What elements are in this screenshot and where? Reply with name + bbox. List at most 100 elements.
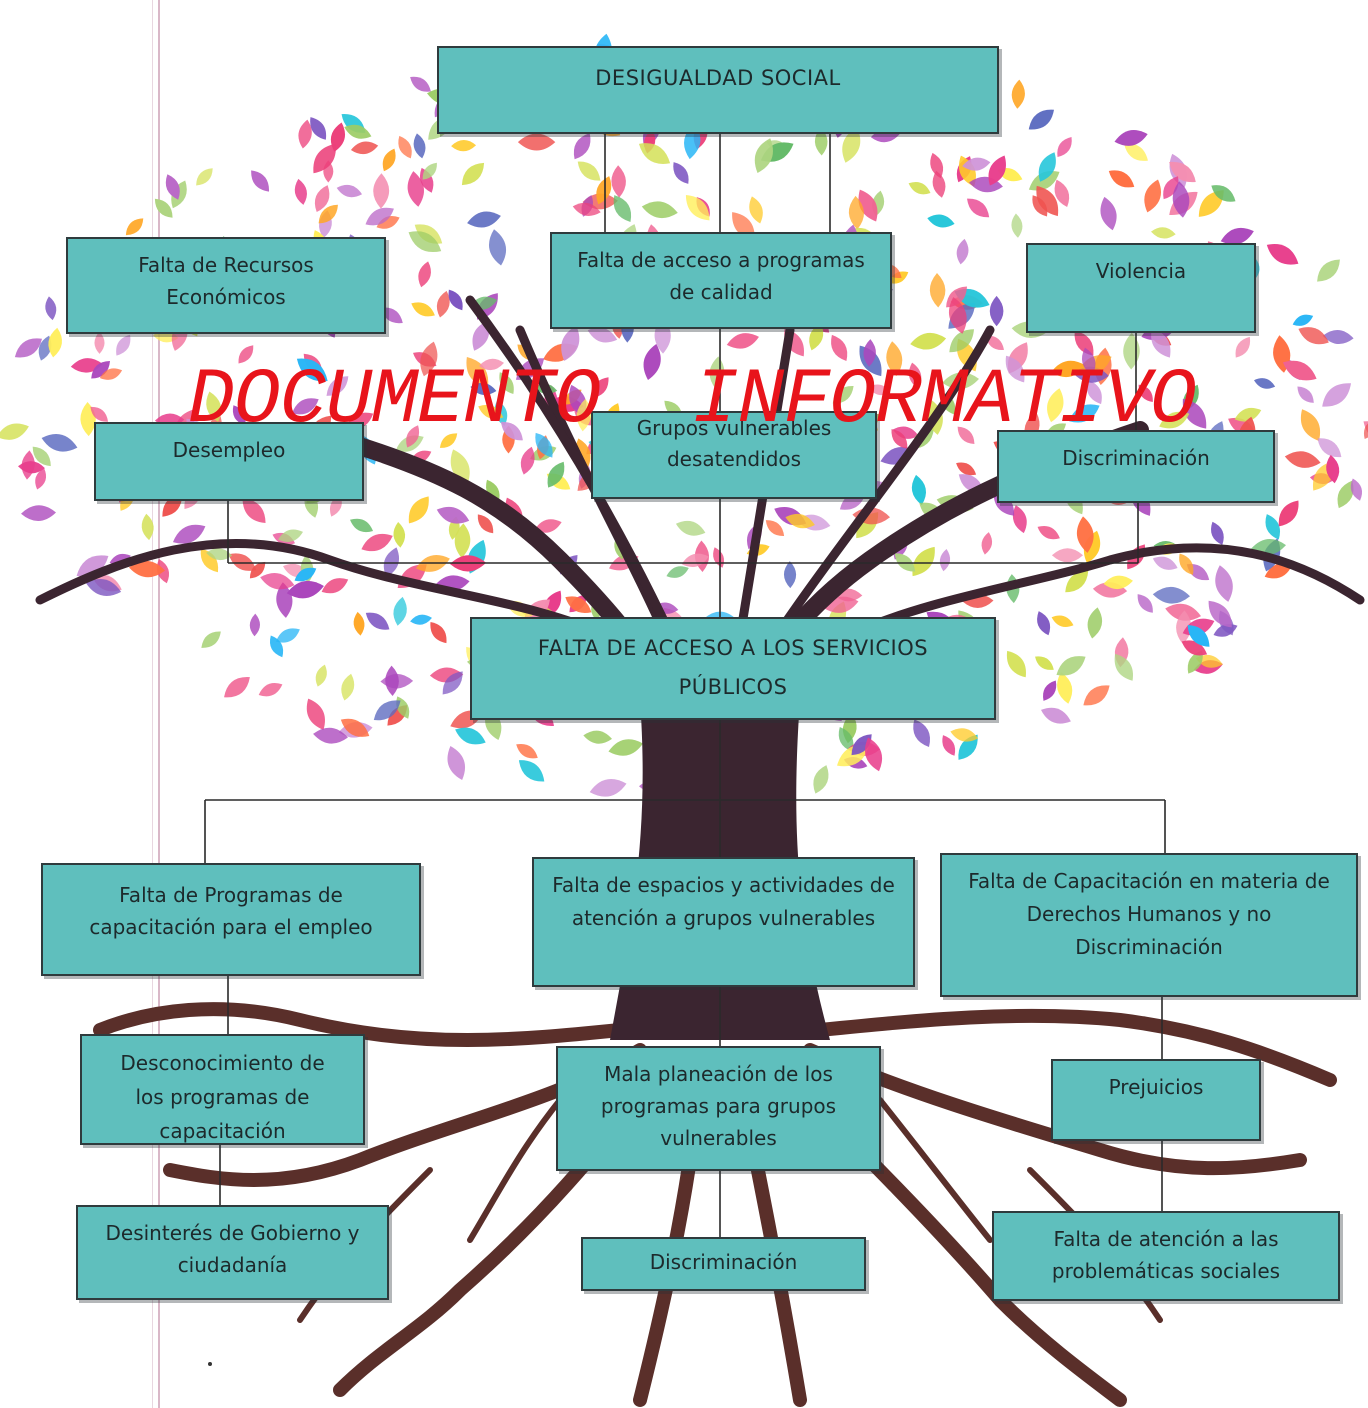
- leaf: [1266, 244, 1299, 265]
- leaf: [276, 582, 293, 618]
- leaf: [908, 362, 922, 389]
- leaf: [1151, 328, 1171, 358]
- margin-guide: [158, 0, 160, 1408]
- leaf: [1211, 521, 1224, 545]
- leaf: [48, 327, 62, 358]
- leaf: [436, 290, 450, 318]
- leaf: [206, 391, 222, 422]
- leaf: [1037, 525, 1060, 540]
- leaf: [1208, 600, 1232, 628]
- leaf: [488, 229, 507, 266]
- leaf: [326, 376, 349, 396]
- leaf: [224, 677, 250, 698]
- connector-lines: [204, 134, 1166, 1237]
- leaf: [94, 331, 105, 354]
- leaf: [1234, 407, 1262, 422]
- leaf: [1254, 378, 1276, 389]
- leaf: [1322, 330, 1354, 344]
- leaf: [154, 198, 173, 218]
- leaf: [91, 361, 110, 379]
- root-cause-label: Falta de Programas de capacitación para …: [89, 883, 373, 939]
- leaf: [577, 161, 601, 181]
- leaf: [1350, 478, 1362, 501]
- leaf: [832, 385, 854, 404]
- cause-box: Falta de acceso a programas de calidad: [550, 232, 892, 329]
- leaf: [1087, 607, 1103, 639]
- leaf: [499, 372, 514, 394]
- root: [467, 1097, 563, 1243]
- leaf: [1043, 680, 1057, 701]
- leaf: [1317, 438, 1342, 458]
- leaf: [958, 155, 976, 187]
- leaf: [500, 421, 523, 441]
- leaf: [45, 296, 57, 321]
- leaf: [315, 664, 327, 687]
- watermark-stamp: DOCUMENTO INFORMATIVO: [188, 357, 1197, 445]
- leaf: [1152, 586, 1191, 604]
- leaf: [957, 426, 975, 445]
- leaf: [365, 612, 390, 630]
- leaf: [494, 400, 508, 426]
- leaf: [1114, 130, 1148, 146]
- leaf: [518, 760, 545, 782]
- cause-box: Violencia: [1026, 243, 1256, 333]
- leaf: [116, 334, 131, 356]
- cause-label: Violencia: [1095, 259, 1187, 283]
- leaf: [930, 152, 944, 179]
- cause-box: Desempleo: [94, 422, 364, 501]
- leaf: [589, 779, 627, 797]
- leaf: [249, 561, 266, 579]
- cause-box: Grupos vulnerables desatendidos: [591, 411, 877, 499]
- root: [877, 1097, 993, 1243]
- leaf: [341, 673, 355, 701]
- leaf: [1036, 185, 1059, 217]
- cause-label: Falta de acceso a programas de calidad: [577, 248, 865, 304]
- leaf: [298, 119, 312, 149]
- leaf: [270, 635, 284, 658]
- leaf: [387, 705, 408, 726]
- leaf: [380, 673, 414, 689]
- leaf: [1028, 171, 1060, 191]
- leaf: [749, 196, 763, 224]
- leaf: [1032, 195, 1048, 217]
- leaf: [641, 201, 678, 219]
- leaf: [988, 155, 1006, 186]
- leaf: [1317, 259, 1340, 282]
- leaf: [572, 202, 601, 216]
- leaf: [393, 596, 407, 626]
- leaf: [393, 521, 406, 548]
- leaf: [76, 555, 109, 577]
- leaf: [643, 344, 661, 380]
- leaf: [858, 189, 878, 222]
- leaf: [411, 302, 435, 317]
- leaf: [141, 513, 154, 541]
- leaf: [831, 334, 848, 361]
- cause-box: Falta de Recursos Económicos: [66, 237, 386, 334]
- leaf: [989, 295, 1004, 327]
- leaf: [200, 548, 219, 573]
- leaf: [20, 505, 56, 521]
- leaf: [783, 561, 797, 589]
- leaf: [260, 572, 295, 590]
- root-cause-label: Mala planeación de los programas para gr…: [600, 1062, 837, 1150]
- leaf: [1322, 383, 1352, 407]
- leaf: [275, 628, 300, 643]
- leaf: [809, 323, 824, 351]
- leaf: [613, 195, 632, 222]
- leaf: [1337, 480, 1354, 509]
- leaf: [407, 171, 424, 207]
- leaf: [278, 529, 303, 542]
- root-cause-label: Falta de espacios y actividades de atenc…: [552, 873, 895, 930]
- leaf: [450, 449, 470, 485]
- leaf: [583, 730, 612, 744]
- root-cause-box: Desconocimiento de los programas de capa…: [80, 1034, 365, 1145]
- leaf: [1182, 398, 1207, 429]
- leaf: [886, 341, 903, 377]
- leaf: [908, 182, 931, 195]
- leaf: [1083, 685, 1110, 706]
- leaf: [950, 728, 979, 742]
- root: [93, 1002, 627, 1047]
- leaf: [406, 425, 420, 448]
- leaf: [1074, 330, 1094, 356]
- leaf: [422, 162, 437, 180]
